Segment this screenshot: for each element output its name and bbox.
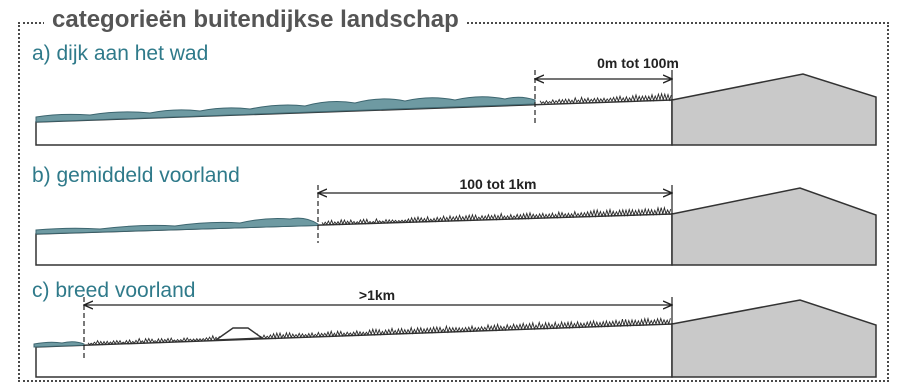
section-c-dimension-label: >1km xyxy=(359,287,395,303)
section-a: 0m tot 100m xyxy=(35,55,877,146)
section-c-dike xyxy=(671,299,877,378)
section-b-label: b) gemiddeld voorland xyxy=(32,164,240,187)
section-c-water xyxy=(33,341,85,348)
section-a-vegetation xyxy=(539,91,672,105)
diagram-title: categorieën buitendijkse landschap xyxy=(44,6,467,34)
section-b-dike xyxy=(671,187,877,266)
section-b-dimension-label: 100 tot 1km xyxy=(459,176,536,192)
section-b-water xyxy=(35,217,319,235)
section-c: >1km xyxy=(33,287,877,378)
section-b-vegetation xyxy=(321,205,672,226)
section-c-vegetation xyxy=(87,316,671,346)
section-a-dimension-label: 0m tot 100m xyxy=(597,55,679,71)
section-c-summer-dike xyxy=(213,327,265,341)
section-c-label: c) breed voorland xyxy=(32,279,196,302)
section-b: 100 tot 1km xyxy=(35,176,877,266)
section-a-water xyxy=(35,96,536,123)
section-a-label: a) dijk aan het wad xyxy=(32,42,209,65)
section-a-dike xyxy=(671,73,877,146)
